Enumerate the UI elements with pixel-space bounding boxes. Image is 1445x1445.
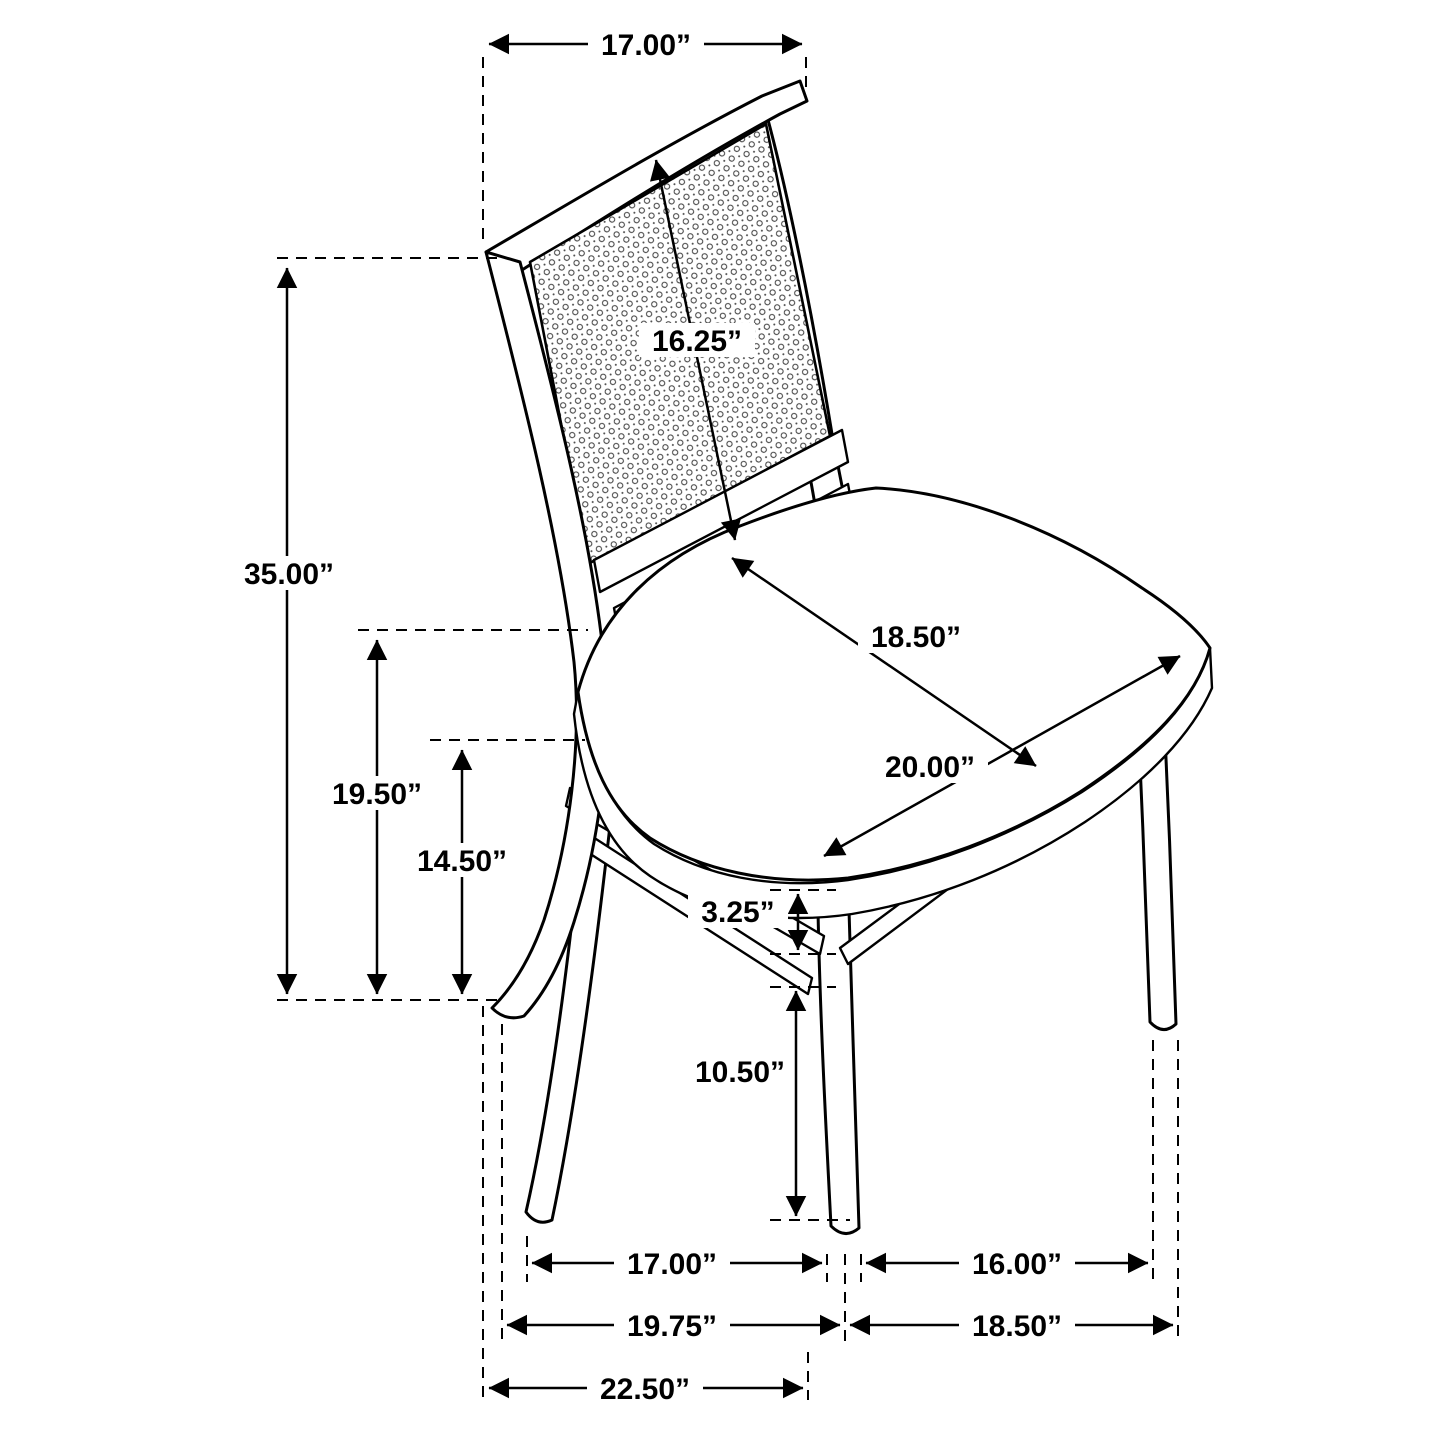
dim-back-top-width: 17.00” bbox=[488, 27, 803, 62]
dim-base-width-label: 19.75” bbox=[627, 1310, 717, 1343]
dim-label-bg bbox=[231, 556, 347, 590]
dim-label-bg bbox=[614, 1246, 730, 1280]
dim-seat-height: 19.50” bbox=[319, 639, 435, 995]
dim-front-leg-span: 17.00” bbox=[531, 1246, 823, 1281]
dim-overall-depth-label: 22.50” bbox=[600, 1373, 690, 1406]
dim-label-bg bbox=[959, 1308, 1075, 1342]
dim-label-bg bbox=[319, 776, 435, 810]
dim-arrow bbox=[823, 654, 1181, 858]
dim-overall-height: 35.00” bbox=[231, 267, 347, 995]
dim-back-panel-height: 16.25” bbox=[639, 159, 755, 541]
dim-seat-width-label: 20.00” bbox=[885, 751, 975, 784]
dim-label-bg bbox=[639, 323, 755, 357]
dim-stretcher-thickness: 3.25” bbox=[688, 893, 809, 951]
dimension-annotations: 17.00” 16.25” 35.00” 19.50” 14.50” 18.50… bbox=[231, 27, 1181, 1406]
dim-leg-clearance-label: 10.50” bbox=[695, 1056, 785, 1089]
dim-front-leg-span-label: 17.00” bbox=[627, 1248, 717, 1281]
dim-label-bg bbox=[614, 1308, 730, 1342]
dim-overall-depth: 22.50” bbox=[488, 1371, 804, 1406]
dim-back-top-width-label: 17.00” bbox=[601, 29, 691, 62]
chair-drawing bbox=[484, 79, 1214, 1235]
dim-label-bg bbox=[858, 619, 974, 653]
dim-label-bg bbox=[688, 894, 788, 928]
chair-front-right-leg bbox=[816, 908, 861, 1235]
dim-label-bg bbox=[404, 843, 520, 877]
dim-apron-height-label: 14.50” bbox=[417, 845, 507, 878]
dim-leg-clearance: 10.50” bbox=[684, 990, 807, 1217]
dim-back-panel-height-label: 16.25” bbox=[652, 325, 742, 358]
dim-seat-width: 20.00” bbox=[823, 654, 1181, 858]
dim-apron-height: 14.50” bbox=[404, 749, 520, 995]
extension-lines bbox=[277, 57, 1179, 1400]
dim-stretcher-thickness-label: 3.25” bbox=[701, 896, 774, 929]
dim-label-bg bbox=[587, 1371, 703, 1405]
dim-side-leg-span-label: 16.00” bbox=[972, 1248, 1062, 1281]
dim-label-bg bbox=[588, 27, 704, 61]
dim-base-depth: 18.50” bbox=[849, 1308, 1174, 1343]
dim-side-leg-span: 16.00” bbox=[865, 1246, 1149, 1281]
dim-label-bg bbox=[872, 749, 988, 783]
chair-front-left-leg bbox=[524, 744, 620, 1224]
dim-base-depth-label: 18.50” bbox=[972, 1310, 1062, 1343]
dim-base-width: 19.75” bbox=[506, 1308, 841, 1343]
dim-seat-depth-label: 18.50” bbox=[871, 621, 961, 654]
dim-overall-height-label: 35.00” bbox=[244, 558, 334, 591]
dim-label-bg bbox=[684, 1054, 794, 1088]
dim-seat-height-label: 19.50” bbox=[332, 778, 422, 811]
dim-label-bg bbox=[959, 1246, 1075, 1280]
